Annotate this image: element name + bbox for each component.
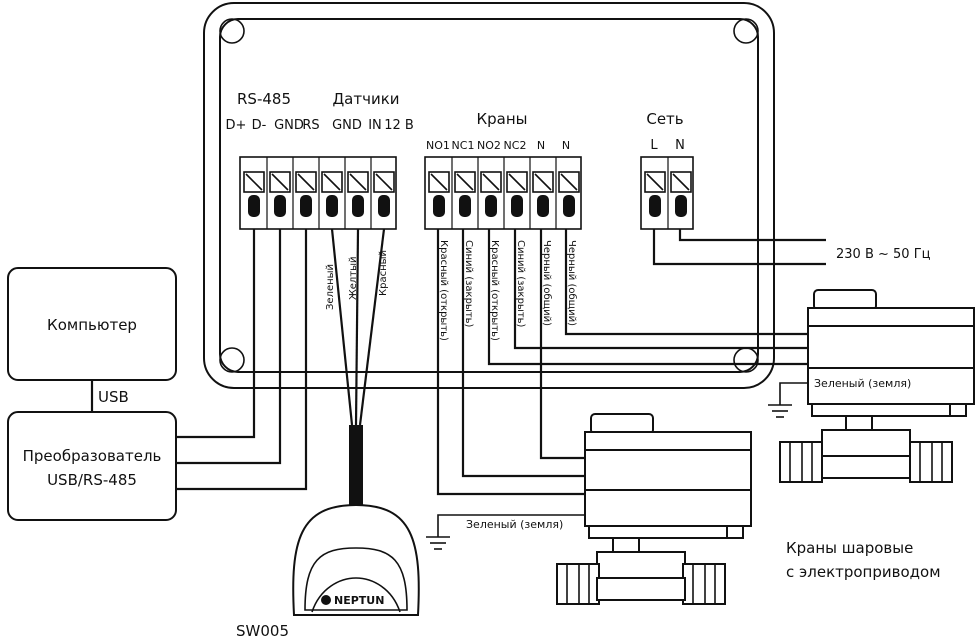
group-label-rs485: RS-485 [237,90,291,108]
sensor-model: SW005 [236,622,289,640]
pin-label: D+ [226,118,247,133]
pin-label: N [537,139,545,152]
screw-icon [219,347,245,373]
sensor-wire-label: Красный [378,250,389,296]
sensor-wire-label: Зеленый [325,264,336,310]
terminal-screw [532,157,557,229]
usb-label: USB [98,388,129,406]
rs485-wires [176,229,308,491]
valve-wire-label: Синий (закрыть) [463,240,474,328]
pin-label: NO2 [477,139,501,152]
terminal-screw [506,157,531,229]
ball-valve-center [556,413,752,605]
power-label: 230 В ~ 50 Гц [836,247,931,262]
terminal-screw [480,157,505,229]
group-label-sensors: Датчики [332,90,399,108]
terminal-screw [644,157,669,229]
terminal-screw [454,157,479,229]
sensor-cable [349,425,363,505]
pin-label: D- [252,118,267,133]
pin-label: N [562,139,570,152]
pin-label: GND [332,118,362,133]
ground-label: Зеленый (земля) [814,377,911,390]
pin-label: NC1 [452,139,475,152]
pin-label: N [675,138,685,153]
pin-label: IN [368,118,382,133]
valve-wire-label: Черный (общий) [541,240,552,326]
sensor-device [292,503,420,616]
sensor-brand: NEPTUN [334,594,384,607]
terminal-screw [558,171,580,217]
valve-wire-label: Красный (открыть) [438,240,449,341]
valve-wires [436,229,808,496]
terminal-block-rs485-sensors [239,156,397,230]
pin-label: NC2 [504,139,527,152]
pin-label: 12 В [384,118,414,133]
neptun-logo-icon [321,595,331,605]
valve-wire-label: Черный (общий) [566,240,577,326]
terminal-screw [295,157,320,229]
group-label-valves: Краны [476,110,527,128]
valve-wire-label: Красный (открыть) [489,240,500,341]
terminal-screw [321,157,346,229]
terminal-block-power [640,156,694,230]
terminal-screw [269,157,294,229]
valves-caption-2: с электроприводом [786,563,941,581]
converter-box [7,411,177,521]
sensor-wires [330,228,386,505]
sensor-wire-label: Желтый [348,256,359,300]
screw-icon [733,18,759,44]
screw-icon [219,18,245,44]
ground-icon [426,514,585,550]
pin-label: NO1 [426,139,450,152]
terminal-screw [243,157,268,229]
ground-label: Зеленый (земля) [466,518,563,531]
terminal-block-valves [424,156,582,230]
terminal-screw [347,157,372,229]
pin-label: L [650,138,658,153]
ball-valve-right [779,289,975,483]
terminal-screw [373,171,395,217]
terminal-screw [670,171,692,217]
valves-caption: Краны шаровые [786,539,913,557]
converter-label-2: USB/RS-485 [47,471,137,489]
ground-icon [768,382,808,418]
power-wires [652,229,826,266]
pin-labels: D+ D- GND RS GND IN 12 В NO1 NC1 NO2 NC2… [226,118,685,153]
terminal-screw [428,157,453,229]
group-label-power: Сеть [646,110,683,128]
pin-label: GND [274,118,304,133]
computer-label: Компьютер [47,316,137,334]
valve-wire-label: Синий (закрыть) [515,240,526,328]
converter-label: Преобразователь [23,447,162,465]
pin-label: RS [302,118,319,133]
